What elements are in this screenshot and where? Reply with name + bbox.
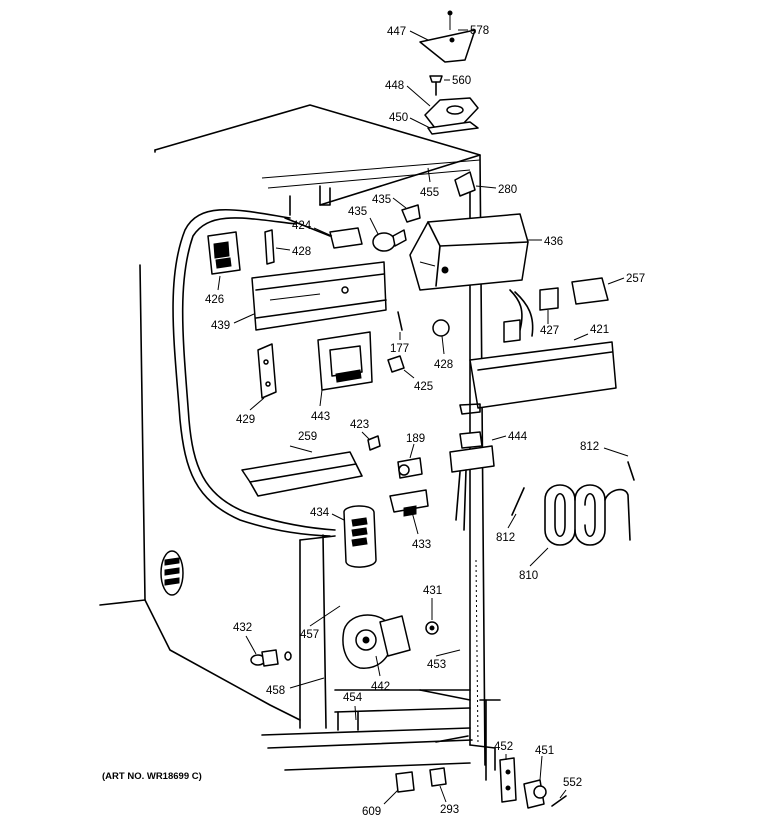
switch-parts [207, 229, 275, 275]
callout-label: 578 [470, 25, 489, 37]
callout-label: 432 [233, 622, 252, 634]
small-parts-center [387, 311, 450, 373]
callout-label: 458 [266, 685, 285, 697]
callout-label: 436 [544, 236, 563, 248]
brackets [257, 331, 373, 399]
callout-label: 812 [496, 532, 515, 544]
callout-label: 431 [423, 585, 442, 597]
control-housing-436 [409, 213, 529, 291]
callout-label: 609 [362, 806, 381, 818]
callout-label: 452 [494, 741, 513, 753]
callout-label: 280 [498, 184, 517, 196]
callouts: 578 447 560 448 450 455 280 435 435 424 … [102, 25, 645, 818]
callout-label: 426 [205, 294, 224, 306]
callout-label: 450 [389, 112, 408, 124]
grille-and-clip [343, 489, 429, 568]
valve-fittings [367, 431, 495, 531]
control-rail-439 [251, 261, 387, 331]
callout-label: 424 [292, 220, 312, 232]
callout-label: 428 [292, 246, 311, 258]
callout-label: 435 [372, 194, 391, 206]
callout-label: 442 [371, 681, 390, 693]
callout-label: 451 [535, 745, 554, 757]
callout-label: 429 [236, 414, 255, 426]
callout-label: 552 [563, 777, 582, 789]
callout-label: 423 [350, 419, 369, 431]
callout-label: 447 [387, 26, 406, 38]
lamp-assembly [284, 204, 421, 252]
callout-label: 435 [348, 206, 367, 218]
callout-label: 455 [420, 187, 439, 199]
callout-label: 427 [540, 325, 559, 337]
callout-label: 454 [343, 692, 363, 704]
callout-label: 433 [412, 539, 431, 551]
damper-assembly [342, 614, 439, 669]
callout-label: 439 [211, 320, 230, 332]
callout-label: 425 [414, 381, 433, 393]
callout-label: 189 [406, 433, 425, 445]
callout-label: 443 [311, 411, 330, 423]
callout-label: 457 [300, 629, 319, 641]
callout-label: 444 [508, 431, 528, 443]
callout-label: 428 [434, 359, 453, 371]
callout-label: 257 [626, 273, 645, 285]
heater-810 [511, 461, 635, 546]
bottom-hardware [395, 735, 567, 809]
cover-259 [241, 451, 363, 497]
callout-label: 810 [519, 570, 538, 582]
knob-432 [250, 649, 292, 667]
callout-label: 177 [390, 343, 409, 355]
right-controls [459, 277, 617, 415]
callout-label: 560 [452, 75, 471, 87]
art-number: (ART NO. WR18699 C) [102, 771, 202, 782]
callout-label: 259 [298, 431, 317, 443]
callout-label: 453 [427, 659, 446, 671]
callout-label: 448 [385, 80, 404, 92]
callout-label: 421 [590, 324, 609, 336]
wire-harness [172, 208, 336, 537]
callout-label: 434 [310, 507, 330, 519]
callout-label: 812 [580, 441, 599, 453]
callout-label: 293 [440, 804, 459, 816]
top-hinge-cover [419, 10, 479, 135]
side-vent [160, 550, 184, 596]
